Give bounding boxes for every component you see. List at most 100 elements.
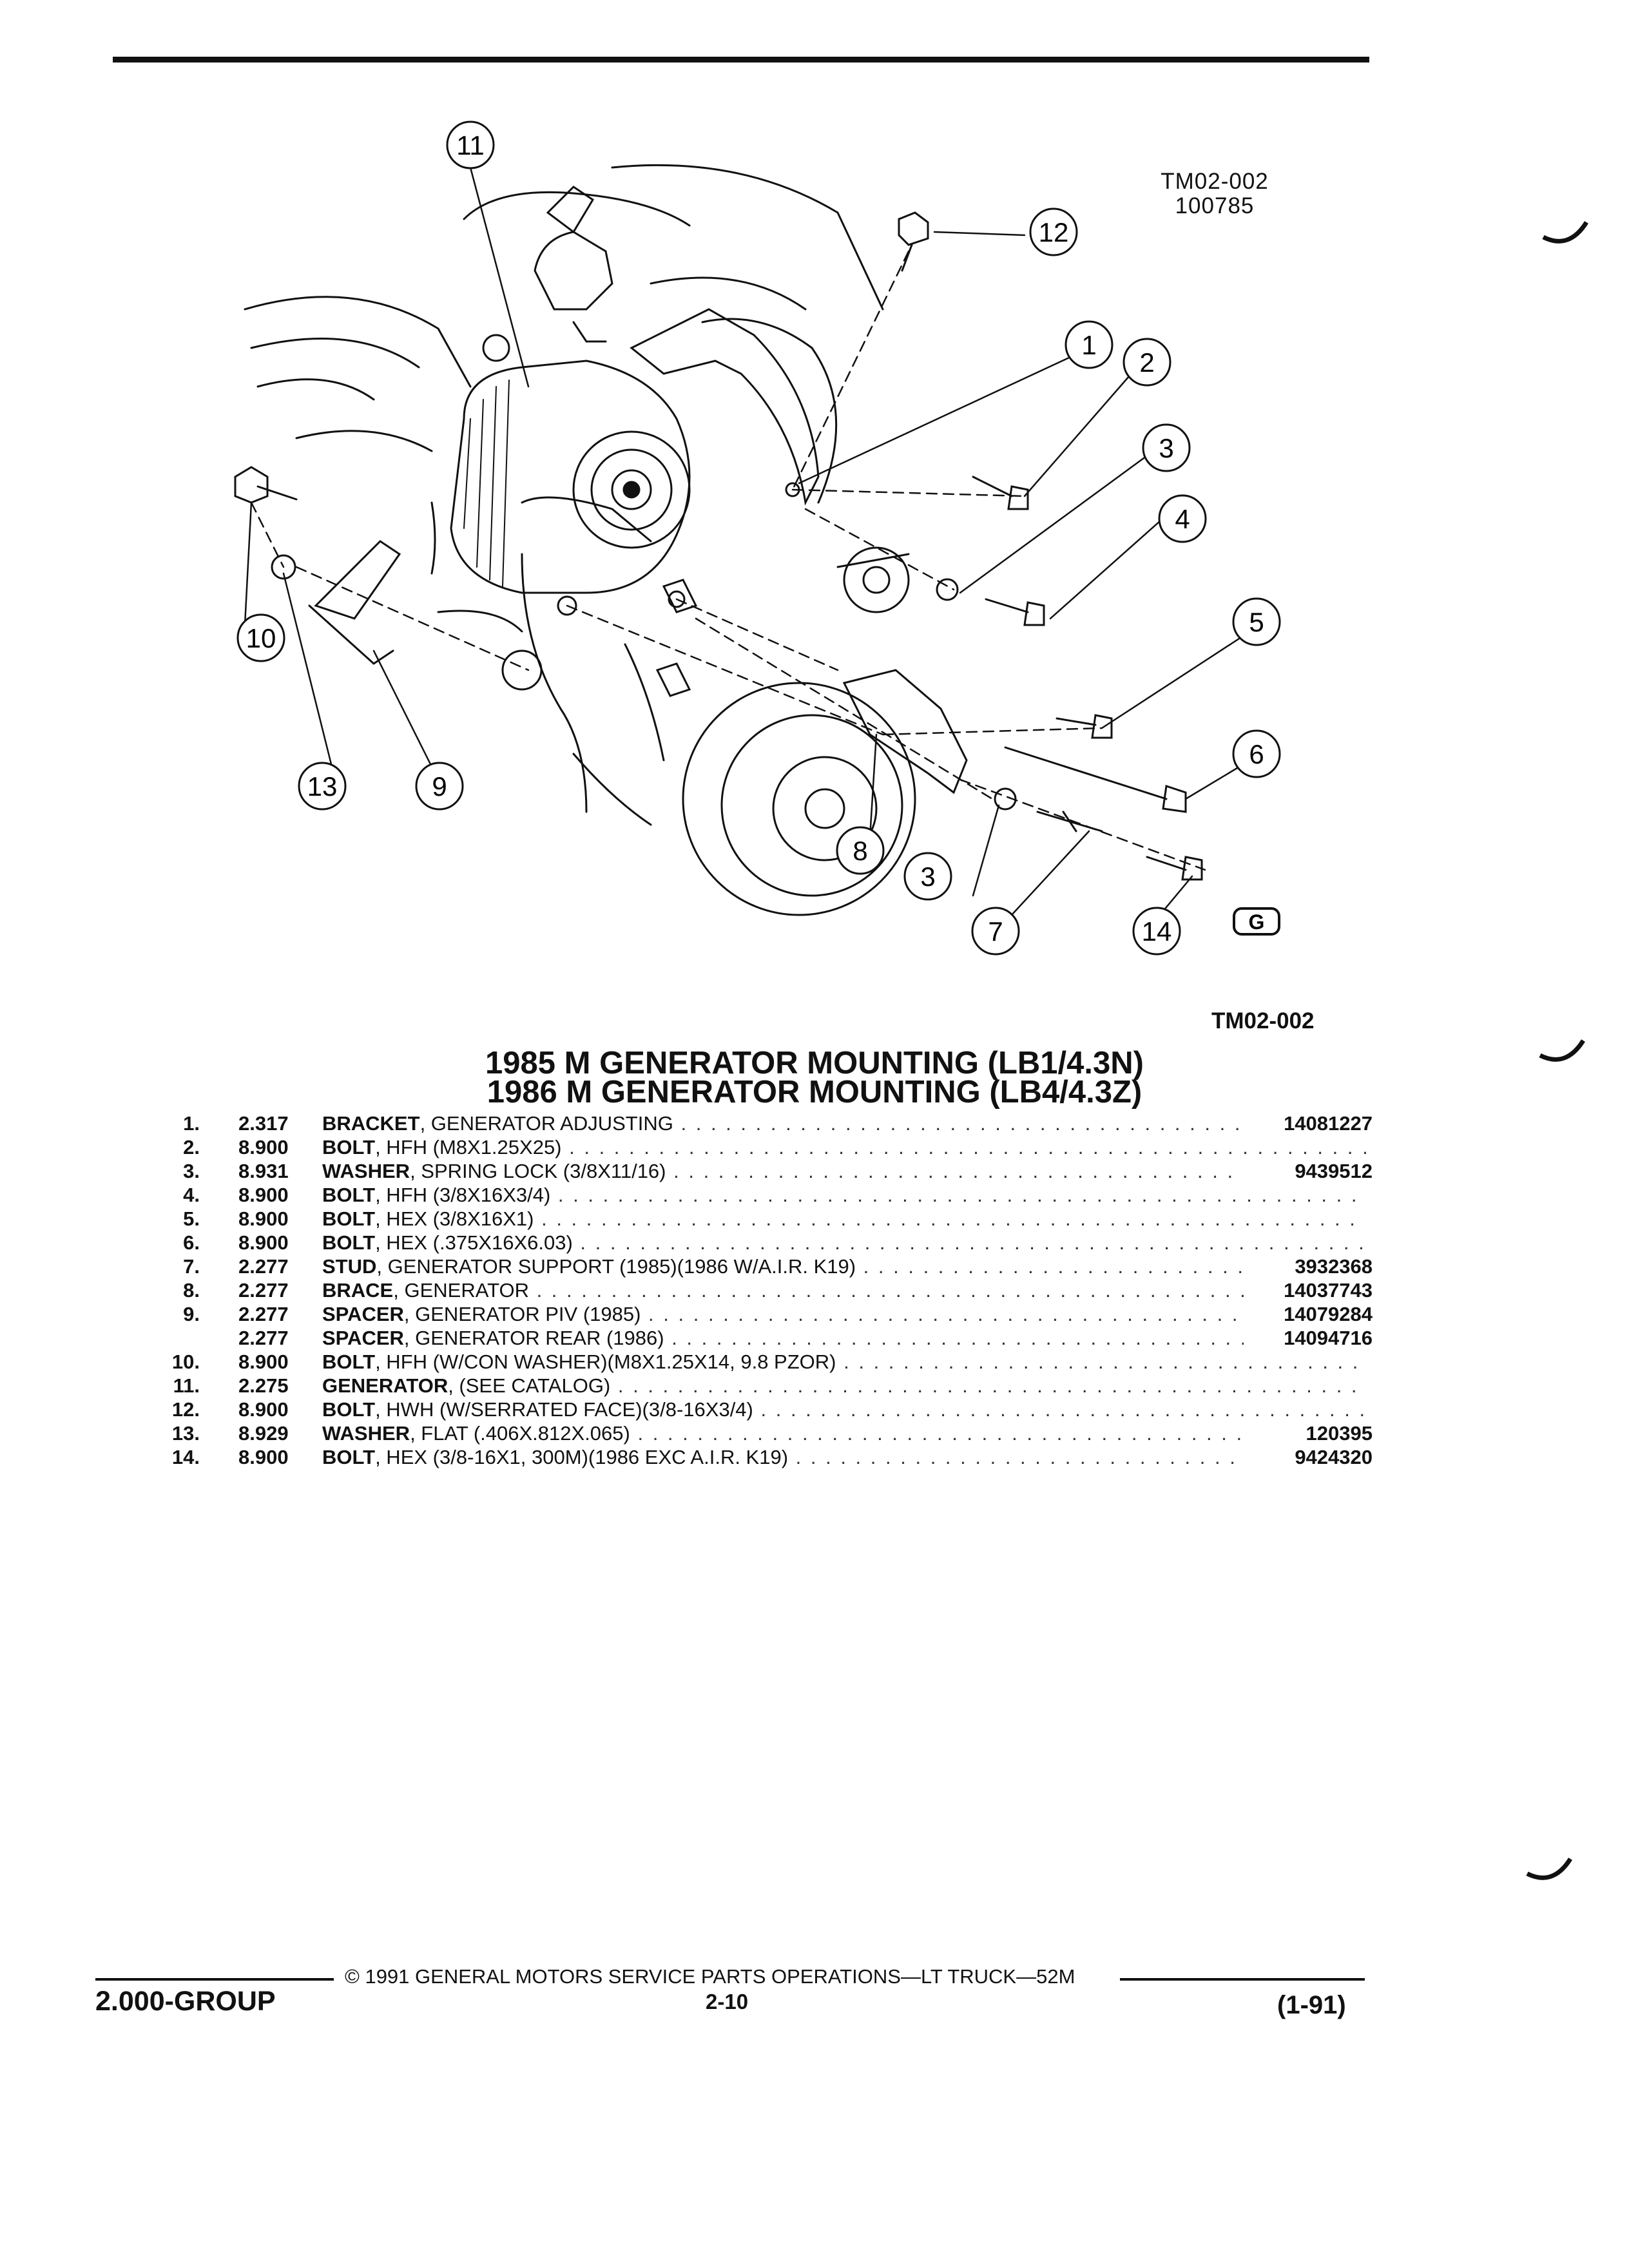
part-description: BOLT, HWH (W/SERRATED FACE)(3/8-16X3/4) … bbox=[322, 1398, 1366, 1421]
svg-text:3: 3 bbox=[1159, 433, 1173, 463]
part-detail: , HWH (W/SERRATED FACE)(3/8-16X3/4) bbox=[375, 1398, 753, 1421]
item-number: 12. bbox=[171, 1398, 200, 1421]
part-description: BOLT, HEX (3/8X16X1) . . . . . . . . . .… bbox=[322, 1207, 1366, 1231]
page-number: 2-10 bbox=[706, 1990, 749, 2013]
part-detail: , FLAT (.406X.812X.065) bbox=[410, 1422, 630, 1445]
part-description: WASHER, FLAT (.406X.812X.065) . . . . . … bbox=[322, 1421, 1366, 1445]
item-number: 11. bbox=[173, 1374, 200, 1397]
callout-13: 13 bbox=[298, 762, 347, 811]
generator-brace bbox=[842, 669, 968, 794]
callout-14: 14 bbox=[1132, 907, 1181, 956]
engine-outline bbox=[244, 164, 884, 826]
binder-mark-1 bbox=[1542, 221, 1588, 244]
bolt-5 bbox=[1055, 714, 1113, 739]
part-description: SPACER, GENERATOR REAR (1986) . . . . . … bbox=[322, 1326, 1366, 1350]
group-number: 2.275 bbox=[238, 1374, 289, 1397]
svg-text:10: 10 bbox=[246, 623, 276, 653]
item-number: 1. bbox=[183, 1112, 200, 1135]
bolt-14 bbox=[1146, 856, 1203, 881]
part-detail: , GENERATOR REAR (1986) bbox=[403, 1327, 664, 1349]
binder-mark-2 bbox=[1539, 1039, 1585, 1062]
svg-text:2: 2 bbox=[1139, 347, 1154, 378]
svg-text:5: 5 bbox=[1249, 607, 1264, 637]
part-name: BOLT bbox=[322, 1350, 376, 1373]
footer-rule-left bbox=[95, 1978, 334, 1981]
part-name: BOLT bbox=[322, 1136, 376, 1158]
dot-leader: . . . . . . . . . . . . . . . . . . . . … bbox=[557, 1184, 1366, 1206]
group-number: 2.277 bbox=[238, 1279, 289, 1302]
part-detail: , (SEE CATALOG) bbox=[448, 1374, 611, 1397]
item-number: 10. bbox=[171, 1350, 200, 1373]
part-detail: , GENERATOR PIV (1985) bbox=[403, 1303, 641, 1325]
washer-3-lower bbox=[994, 787, 1017, 811]
title-line-1986: 1986 M GENERATOR MOUNTING (LB4/4.3Z) bbox=[487, 1075, 1142, 1110]
part-name: SPACER bbox=[322, 1327, 404, 1349]
item-number: 9. bbox=[183, 1303, 200, 1325]
gm-logo: G bbox=[1233, 907, 1280, 936]
upper-housing bbox=[482, 186, 613, 362]
part-number: 14094716 bbox=[1244, 1326, 1373, 1350]
part-description: GENERATOR, (SEE CATALOG) . . . . . . . .… bbox=[322, 1374, 1366, 1398]
alignment-lines bbox=[250, 250, 1206, 871]
part-number: 14081227 bbox=[1244, 1111, 1373, 1135]
part-description: BOLT, HFH (3/8X16X3/4) . . . . . . . . .… bbox=[322, 1183, 1366, 1207]
part-name: BOLT bbox=[322, 1398, 376, 1421]
svg-text:13: 13 bbox=[307, 771, 338, 802]
part-detail: , HEX (3/8-16X1, 300M)(1986 EXC A.I.R. K… bbox=[375, 1446, 789, 1468]
part-number: 14079284 bbox=[1244, 1302, 1373, 1326]
crank-pulley bbox=[682, 682, 916, 916]
callout-2: 2 bbox=[1123, 338, 1171, 387]
group-number: 8.931 bbox=[238, 1160, 289, 1182]
group-number: 2.277 bbox=[238, 1327, 289, 1349]
dot-leader: . . . . . . . . . . . . . . . . . . . . … bbox=[536, 1279, 1366, 1302]
part-name: BOLT bbox=[322, 1184, 376, 1206]
callout-9: 9 bbox=[415, 762, 464, 811]
dot-leader: . . . . . . . . . . . . . . . . . . . . … bbox=[569, 1136, 1366, 1158]
washer-13 bbox=[271, 554, 296, 580]
callout-3-upper: 3 bbox=[1142, 423, 1191, 472]
item-number: 2. bbox=[183, 1136, 200, 1158]
spacer-lower bbox=[655, 662, 691, 697]
group-number: 8.900 bbox=[238, 1207, 289, 1230]
spacer-upper bbox=[662, 579, 698, 613]
svg-text:12: 12 bbox=[1039, 217, 1069, 247]
part-detail: , HFH (M8X1.25X25) bbox=[375, 1136, 562, 1158]
exploded-view-diagram: 11 12 1 2 3 4 5 6 8 3 7 14 9 13 10 G bbox=[234, 120, 1281, 956]
adjusting-bracket bbox=[630, 308, 820, 506]
dot-leader: . . . . . . . . . . . . . . . . . . . . … bbox=[760, 1398, 1366, 1421]
ref-code-line-2: 100785 bbox=[1175, 193, 1255, 218]
parts-row: 2.277 SPACER, GENERATOR REAR (1986) . . .… bbox=[161, 1326, 1373, 1350]
title-line-1985: 1985 M GENERATOR MOUNTING (LB1/4.3N) bbox=[485, 1046, 1144, 1081]
item-number: 13. bbox=[171, 1422, 200, 1445]
top-rule bbox=[113, 57, 1369, 62]
part-description: BRACKET, GENERATOR ADJUSTING . . . . . .… bbox=[322, 1111, 1366, 1135]
svg-text:14: 14 bbox=[1142, 916, 1172, 947]
part-detail: , HFH (3/8X16X3/4) bbox=[375, 1184, 551, 1206]
group-number: 8.900 bbox=[238, 1398, 289, 1421]
svg-text:4: 4 bbox=[1175, 504, 1190, 534]
item-number: 8. bbox=[183, 1279, 200, 1302]
item-number: 5. bbox=[183, 1207, 200, 1230]
part-description: BOLT, HEX (3/8-16X1, 300M)(1986 EXC A.I.… bbox=[322, 1445, 1366, 1469]
section-group-label: 2.000-GROUP bbox=[95, 1986, 276, 2017]
footer-rule-right bbox=[1120, 1978, 1365, 1981]
callout-5: 5 bbox=[1232, 597, 1281, 646]
part-name: BOLT bbox=[322, 1231, 376, 1254]
callout-4: 4 bbox=[1158, 494, 1207, 543]
part-detail: , GENERATOR SUPPORT (1985)(1986 W/A.I.R.… bbox=[376, 1255, 856, 1278]
part-name: BOLT bbox=[322, 1446, 376, 1468]
part-description: SPACER, GENERATOR PIV (1985) . . . . . .… bbox=[322, 1302, 1366, 1326]
part-name: STUD bbox=[322, 1255, 377, 1278]
water-pump bbox=[836, 546, 910, 613]
leader-lines bbox=[244, 166, 1251, 916]
copyright-line: © 1991 GENERAL MOTORS SERVICE PARTS OPER… bbox=[345, 1965, 1075, 1988]
part-number: 14037743 bbox=[1244, 1278, 1373, 1302]
svg-text:6: 6 bbox=[1249, 739, 1264, 769]
part-detail: , GENERATOR bbox=[393, 1279, 529, 1302]
part-description: STUD, GENERATOR SUPPORT (1985)(1986 W/A.… bbox=[322, 1254, 1366, 1278]
bolt-10 bbox=[234, 466, 298, 504]
